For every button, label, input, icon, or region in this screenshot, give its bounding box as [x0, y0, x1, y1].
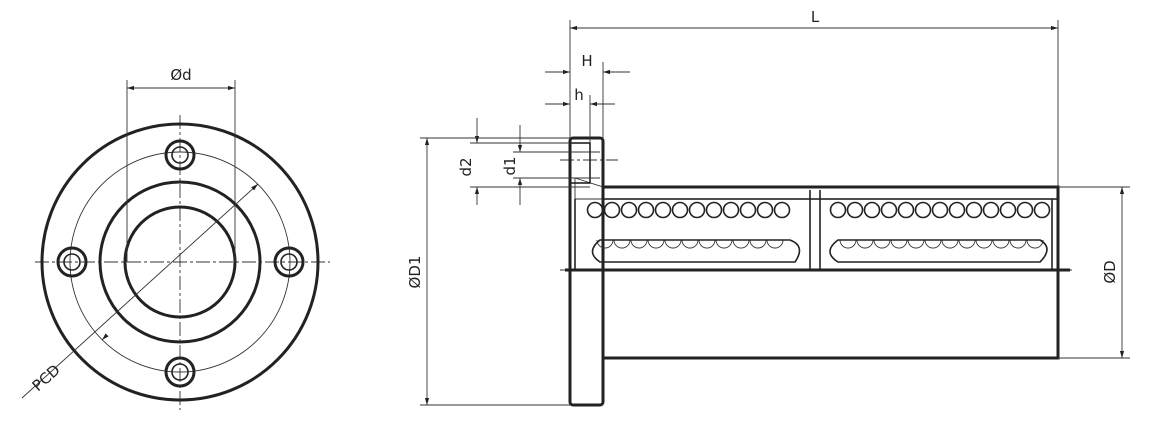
ball — [756, 201, 774, 219]
mounting-holes — [56, 139, 305, 388]
ball — [620, 201, 638, 219]
return-ball — [732, 239, 750, 249]
ball — [948, 201, 966, 219]
flange-diameter-label: ØD1 — [406, 256, 424, 289]
ball — [637, 201, 655, 219]
counterbore-depth-label: h — [574, 86, 584, 104]
return-ball — [749, 239, 767, 249]
ball — [880, 201, 898, 219]
ball — [982, 201, 1000, 219]
length-label: L — [811, 8, 820, 26]
return-ball — [975, 239, 993, 249]
ball — [965, 201, 983, 219]
side-view: L H h d2 d1 ØD1 ØD — [406, 8, 1130, 407]
ball — [863, 201, 881, 219]
ball — [897, 201, 915, 219]
return-ball — [613, 239, 631, 249]
flange-outline — [40, 122, 320, 402]
ball — [1033, 201, 1051, 219]
ball — [654, 201, 672, 219]
flange-thickness-label: H — [581, 52, 592, 70]
outer-diameter-label: ØD — [1101, 260, 1119, 283]
counterbore-diameter-label: d2 — [457, 157, 475, 176]
ball — [688, 201, 706, 219]
ball — [722, 201, 740, 219]
ball — [671, 201, 689, 219]
hole-diameter-label: d1 — [501, 156, 519, 175]
pitch-circle — [69, 151, 291, 373]
ball — [931, 201, 949, 219]
return-ball — [766, 239, 784, 249]
return-ball — [839, 239, 857, 249]
return-ball — [1009, 239, 1027, 249]
bore-diameter-label: Ød — [170, 66, 191, 84]
return-ball — [630, 239, 648, 249]
ball — [846, 201, 864, 219]
front-view: Ød PCD — [21, 66, 330, 410]
ball — [914, 201, 932, 219]
ball — [829, 201, 847, 219]
return-ball — [647, 239, 665, 249]
ball — [586, 201, 604, 219]
return-ball — [924, 239, 942, 249]
ball — [1016, 201, 1034, 219]
pcd-label: PCD — [29, 361, 64, 395]
return-ball — [941, 239, 959, 249]
return-ball — [958, 239, 976, 249]
return-ball — [856, 239, 874, 249]
return-ball — [992, 239, 1010, 249]
return-ball — [698, 239, 716, 249]
return-ball — [873, 239, 891, 249]
ball — [739, 201, 757, 219]
return-ball — [681, 239, 699, 249]
bearing-body — [601, 185, 1060, 360]
ball — [705, 201, 723, 219]
ball — [603, 201, 621, 219]
return-ball — [907, 239, 925, 249]
return-ball — [890, 239, 908, 249]
ball — [773, 201, 791, 219]
return-ball — [664, 239, 682, 249]
ball — [999, 201, 1017, 219]
return-ball — [715, 239, 733, 249]
